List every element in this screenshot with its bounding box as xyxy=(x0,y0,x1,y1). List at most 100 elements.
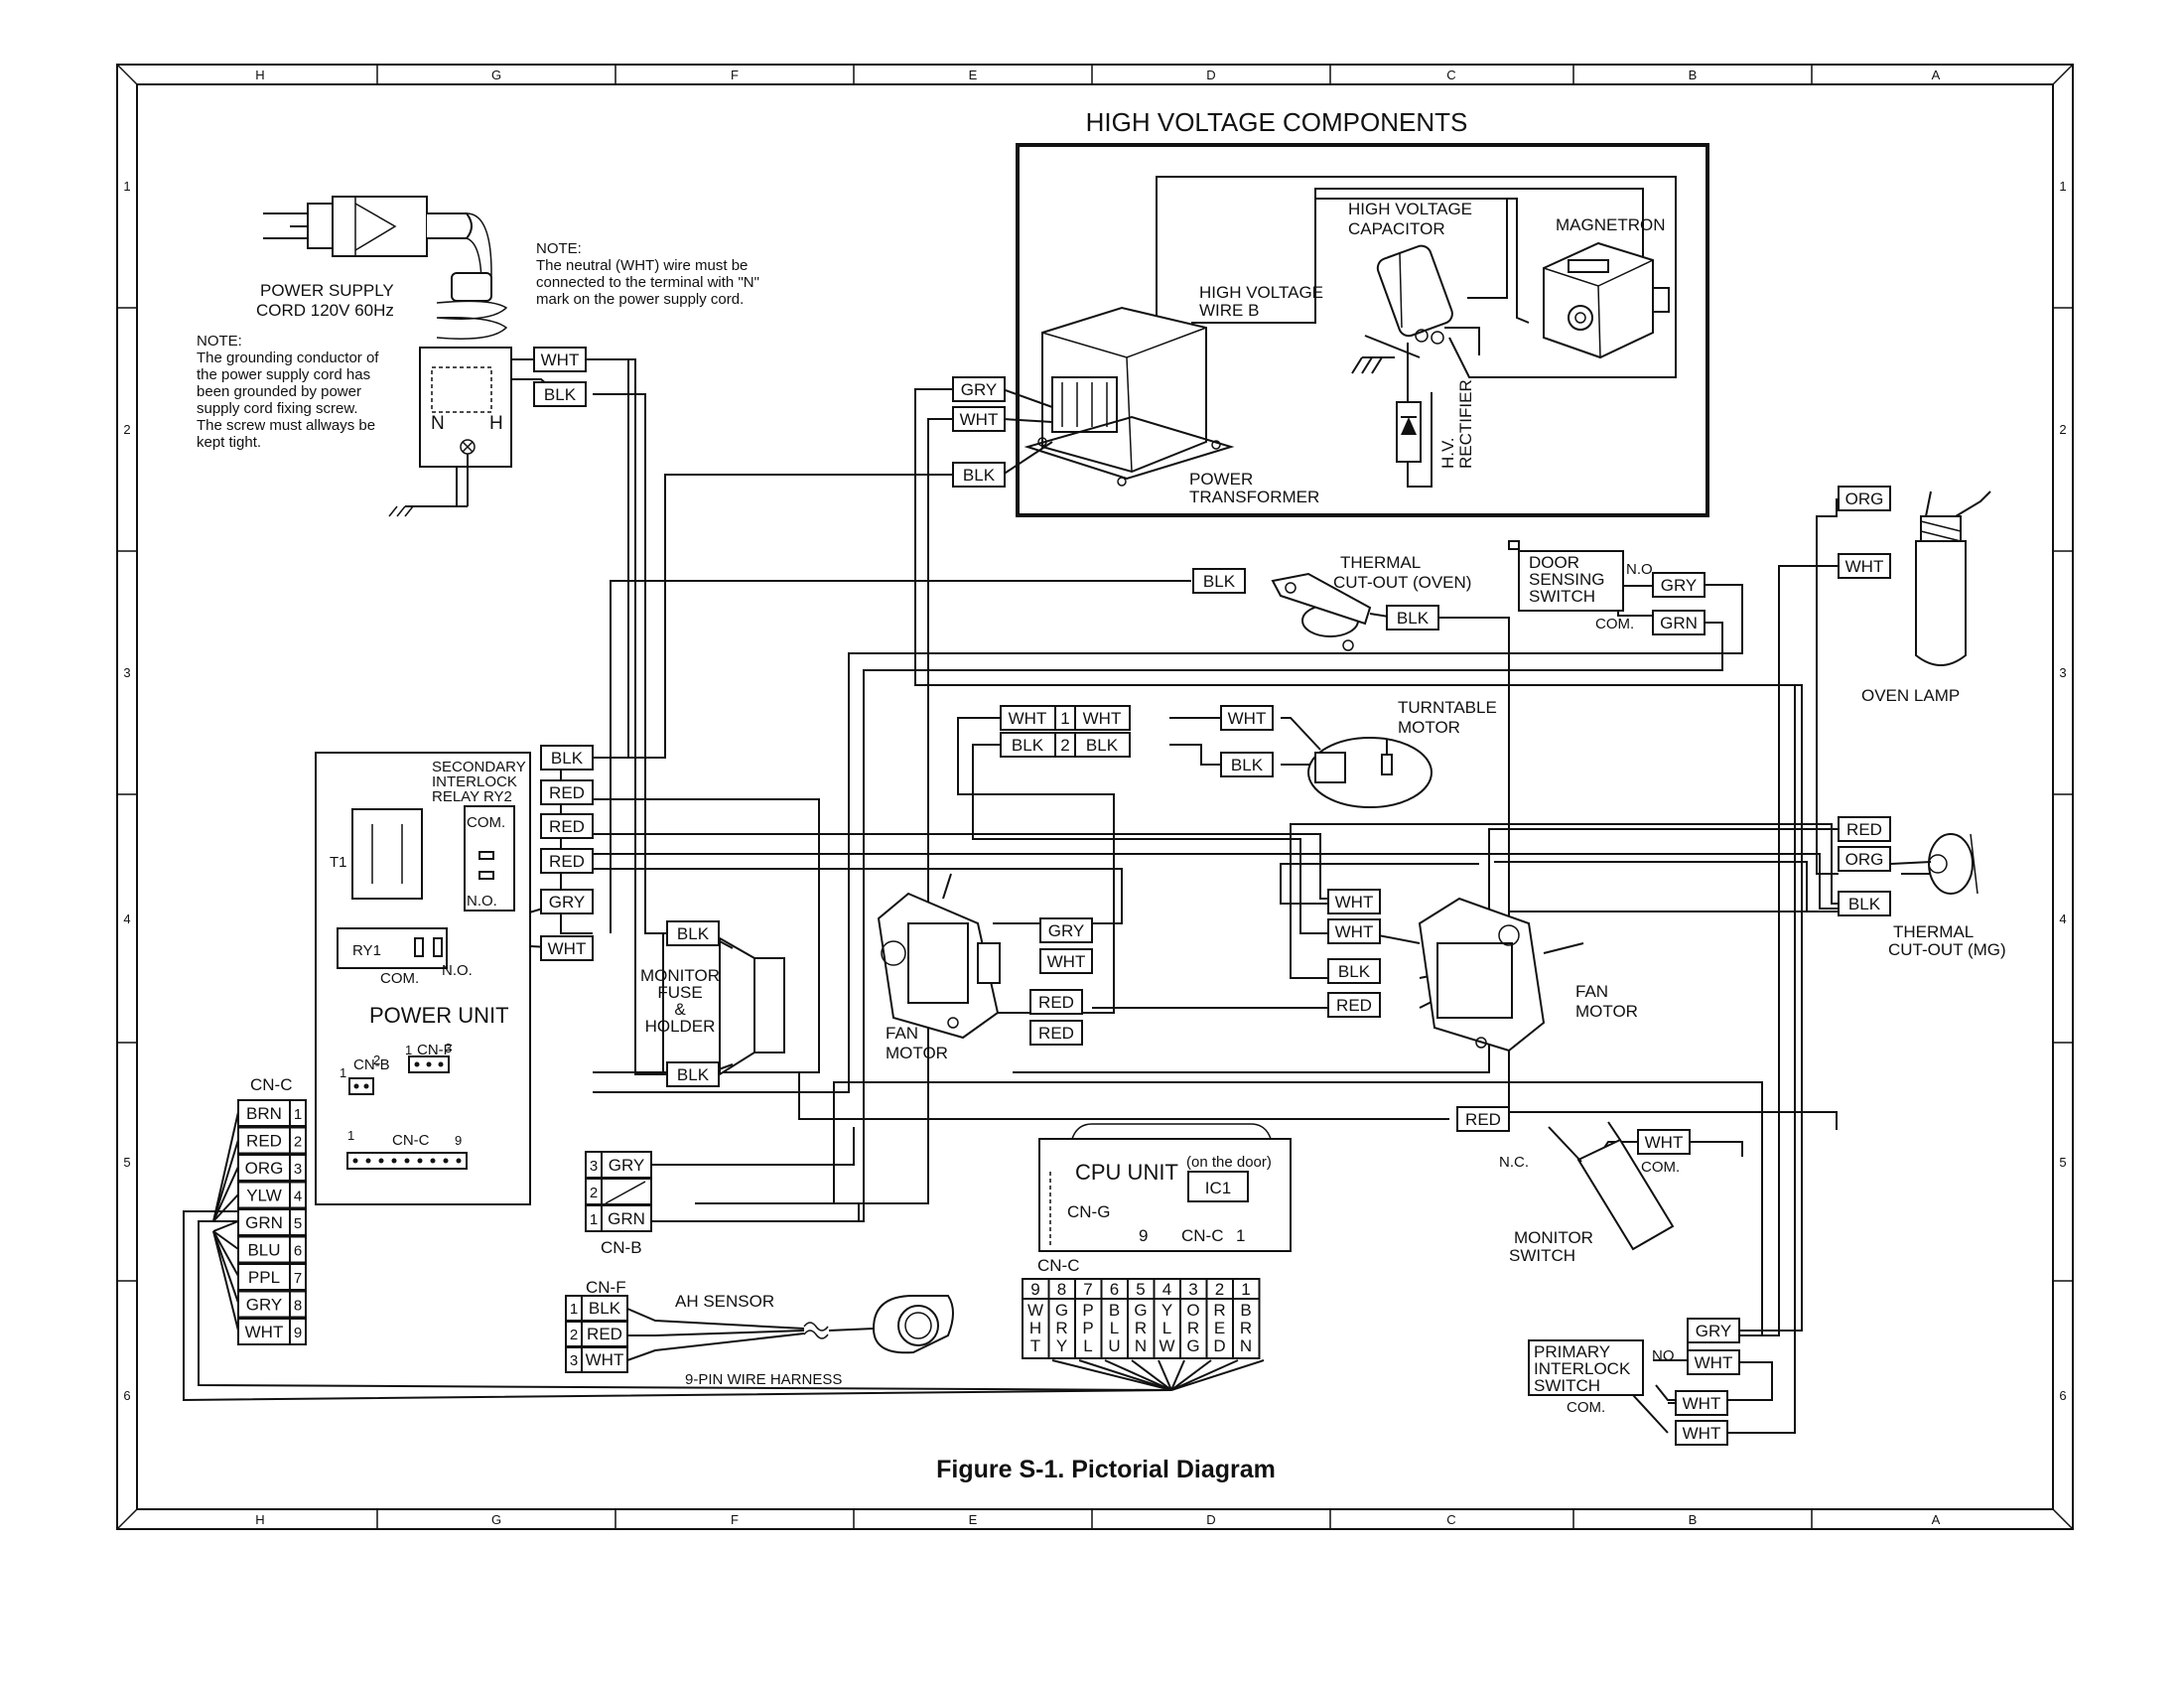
power-cord-plug-icon xyxy=(263,196,512,517)
plug-n-label: N xyxy=(431,413,445,434)
fan-motor-right-icon xyxy=(1418,897,1584,1052)
power-unit-label: POWER UNIT xyxy=(369,1003,509,1028)
fan-motor-left-label-2: MOTOR xyxy=(886,1044,948,1062)
cn-b-label: CN-B xyxy=(601,1238,642,1257)
primary-com-label: COM. xyxy=(1567,1399,1605,1416)
power-transformer-label-1: POWER xyxy=(1189,470,1253,489)
row-label-left-5: 5 xyxy=(123,1155,130,1170)
col-label-bottom-g: G xyxy=(491,1512,501,1527)
row-label-left-6: 6 xyxy=(123,1388,130,1403)
cpu-cnc-letters-cell xyxy=(1232,1298,1261,1359)
ground-note-line-7: kept tight. xyxy=(197,434,261,451)
wire-label-fan2-blk: BLK xyxy=(1327,958,1381,984)
cn-c-left-pin: 3 xyxy=(294,1161,302,1178)
door-sensing-switch-icon xyxy=(1518,550,1624,612)
hv-rectifier-label-2: RECTIFIER xyxy=(1456,379,1475,469)
cn-f-color: BLK xyxy=(589,1299,621,1318)
high-voltage-title: HIGH VOLTAGE COMPONENTS xyxy=(1086,107,1468,137)
cpu-cnc-letter: G xyxy=(1055,1301,1068,1320)
monitor-fuse-icon xyxy=(704,932,785,1076)
cpu-cnc-letter: W xyxy=(1159,1336,1174,1355)
svg-text:WHT: WHT xyxy=(548,939,587,958)
cn-c-left-pin-cell xyxy=(289,1126,307,1155)
wire-label-fan1-red2: RED xyxy=(1029,1020,1083,1046)
cpu-cnc-pin: 4 xyxy=(1162,1280,1171,1299)
col-label-top-b: B xyxy=(1689,68,1698,82)
cn-c-left-pin-cell xyxy=(289,1181,307,1209)
wire-label-cord-wht: WHT xyxy=(533,347,587,372)
cpu-cnc-letter: B xyxy=(1109,1301,1120,1320)
row-label-right-1: 1 xyxy=(2059,179,2066,194)
cn-c-left-color-cell xyxy=(237,1099,291,1127)
monitor-fuse-label-4: HOLDER xyxy=(645,1017,716,1036)
svg-text:RED: RED xyxy=(1038,993,1074,1012)
wire-label-tco-blk-in: BLK xyxy=(1192,568,1246,594)
cn-f-label: CN-F xyxy=(586,1278,626,1297)
svg-text:GRN: GRN xyxy=(1660,614,1698,632)
cn-c-left-color: GRN xyxy=(245,1213,283,1232)
oven-lamp-icon xyxy=(1915,491,1991,666)
hv-wire-b-label-1: HIGH VOLTAGE xyxy=(1199,283,1323,302)
wire-label-lamp-org: ORG xyxy=(1838,486,1891,511)
row-label-left-4: 4 xyxy=(123,912,130,926)
primary-interlock-label-3: SWITCH xyxy=(1534,1376,1600,1395)
cpu-cnc-letters-cell xyxy=(1074,1298,1103,1359)
cn-c-left-pin-cell xyxy=(289,1318,307,1345)
monitor-fuse-label-3: & xyxy=(674,1000,686,1019)
cpu-cnc-pin: 6 xyxy=(1110,1280,1119,1299)
cpu-cnc-pin: 9 xyxy=(1030,1280,1039,1299)
cn-c-small-pin-1: 1 xyxy=(347,1128,354,1143)
power-cord-label-2: CORD 120V 60Hz xyxy=(256,301,394,320)
cn-c-left-color: WHT xyxy=(245,1323,284,1341)
cpu-cnc-letter: P xyxy=(1082,1319,1093,1337)
col-label-top-e: E xyxy=(969,68,978,82)
cpu-cnc-pin: 7 xyxy=(1083,1280,1092,1299)
row-label-right-6: 6 xyxy=(2059,1388,2066,1403)
monitor-fuse-label-1: MONITOR xyxy=(640,966,720,985)
col-label-top-h: H xyxy=(255,68,264,82)
cn-b-color: GRN xyxy=(608,1209,645,1228)
cn-f-color-cell xyxy=(581,1346,628,1373)
cn-c-left-pin-cell xyxy=(289,1208,307,1236)
ry1-com-label: COM. xyxy=(380,970,419,987)
main-wiring xyxy=(183,358,1839,1434)
thermal-mg-label-1: THERMAL xyxy=(1893,922,1974,941)
figure-caption: Figure S-1. Pictorial Diagram xyxy=(936,1456,1276,1483)
row-label-left-3: 3 xyxy=(123,665,130,680)
door-sensing-label-3: SWITCH xyxy=(1529,587,1595,606)
door-no-label: N.O. xyxy=(1626,561,1657,578)
ground-note-line-1: NOTE: xyxy=(197,333,242,350)
cn-f-pin: 2 xyxy=(570,1327,578,1343)
row-label-left-1: 1 xyxy=(123,179,130,194)
ic1-label: IC1 xyxy=(1205,1179,1231,1197)
thermal-mg-label-2: CUT-OUT (MG) xyxy=(1888,940,2006,959)
relay-ry1-icon xyxy=(337,927,448,969)
thermal-cutout-mg-icon xyxy=(1890,833,1979,895)
primary-no-label: NO xyxy=(1652,1347,1675,1364)
cpu-cnc-pin: 2 xyxy=(1215,1280,1224,1299)
col-label-bottom-e: E xyxy=(969,1512,978,1527)
cn-c-left-color: ORG xyxy=(245,1159,284,1178)
svg-text:BLK: BLK xyxy=(1012,736,1044,755)
wire-label-door-gry: GRY xyxy=(1652,572,1706,598)
cpu-cnc-letter: D xyxy=(1213,1336,1225,1355)
thermal-cutout-oven-icon xyxy=(1271,572,1396,651)
svg-text:WHT: WHT xyxy=(1695,1353,1733,1372)
door-sensing-label-1: DOOR xyxy=(1529,553,1579,572)
wire-label-mon-wht: WHT xyxy=(1637,1129,1691,1155)
ground-note-line-5: supply cord fixing screw. xyxy=(197,400,358,417)
ah-sensor-label: AH SENSOR xyxy=(675,1292,774,1311)
wire-label-fan2-wht2: WHT xyxy=(1327,918,1381,944)
col-label-bottom-h: H xyxy=(255,1512,264,1527)
wire-label-tt-wht: WHT xyxy=(1220,705,1274,731)
cn-f-pin: 3 xyxy=(570,1352,578,1369)
cn-c-left-pin-cell xyxy=(289,1290,307,1319)
thermal-oven-label-1: THERMAL xyxy=(1340,553,1421,572)
t1-label: T1 xyxy=(330,854,347,871)
wire-label-pu-blk: BLK xyxy=(540,745,594,771)
svg-text:WHT: WHT xyxy=(1083,709,1122,728)
ry1-label: RY1 xyxy=(352,942,381,959)
